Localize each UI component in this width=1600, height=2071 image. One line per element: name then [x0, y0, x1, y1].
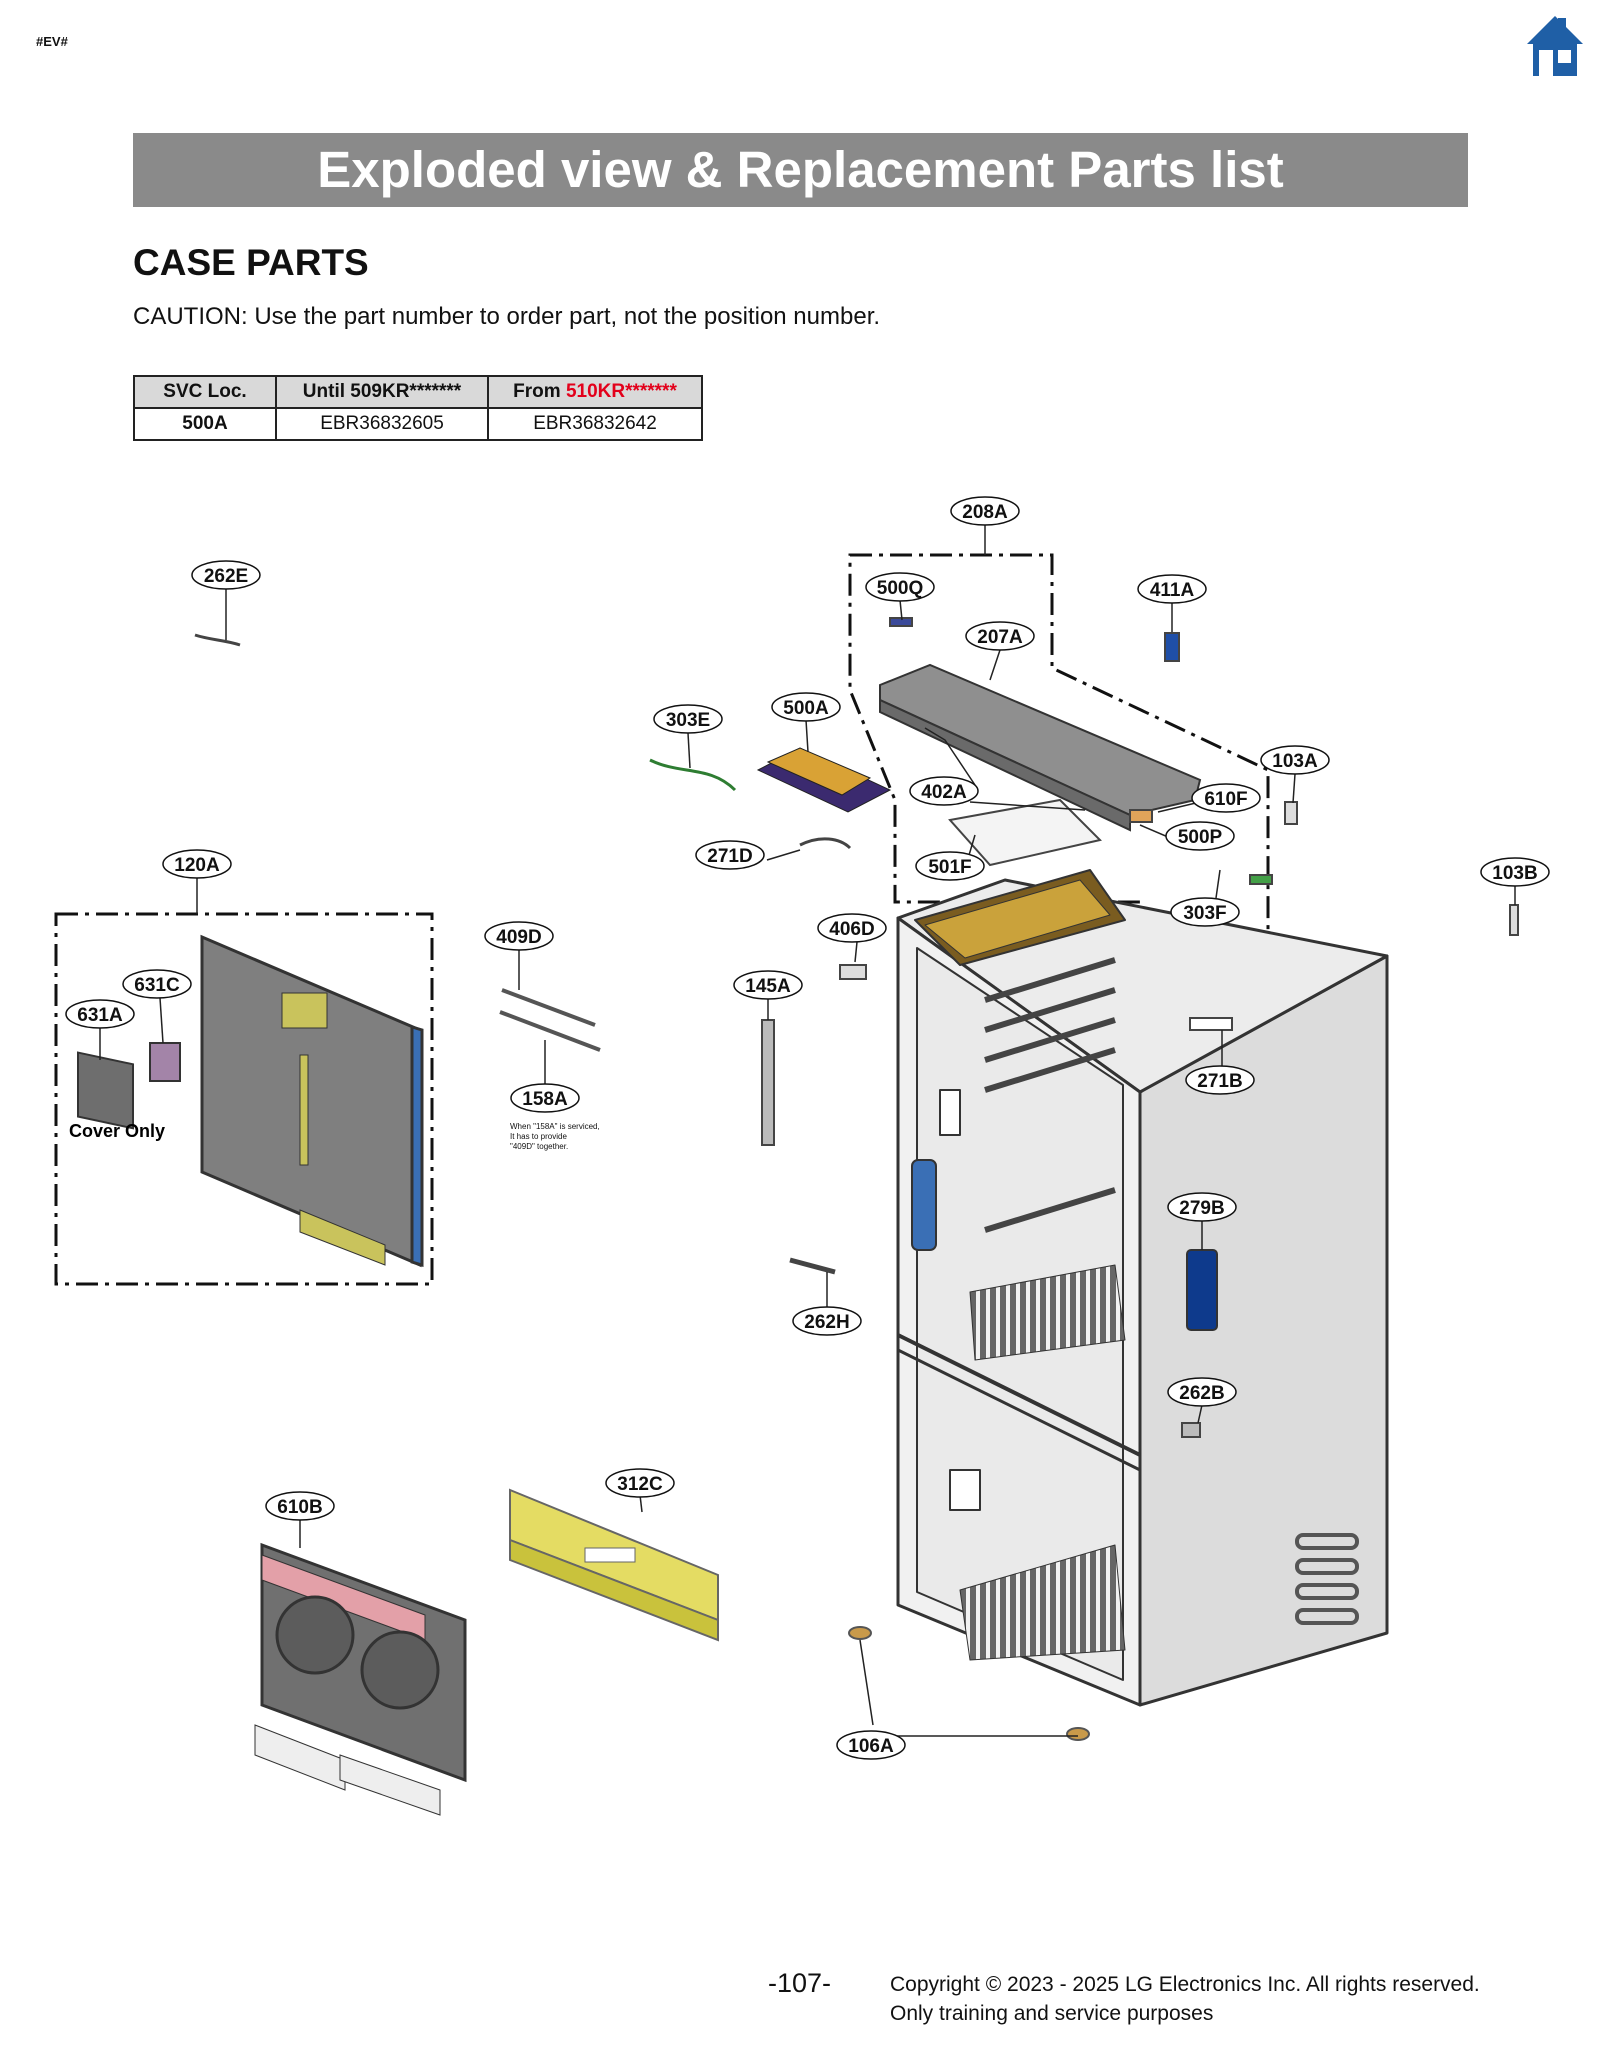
- label-631c: 631C: [134, 975, 180, 996]
- label-106a: 106A: [848, 1736, 894, 1757]
- document-tag: #EV#: [36, 34, 68, 49]
- label-406d: 406D: [829, 919, 874, 940]
- position-labels: [65, 496, 1550, 1760]
- label-312c: 312C: [617, 1474, 663, 1495]
- copyright-text: Copyright © 2023 - 2025 LG Electronics I…: [890, 1973, 1480, 1996]
- label-145a: 145A: [745, 976, 791, 997]
- until-header: Until 509KR*******: [275, 375, 489, 409]
- label-207a: 207A: [977, 627, 1023, 648]
- copyright-block: Copyright © 2023 - 2025 LG Electronics I…: [890, 1970, 1480, 2028]
- label-271d: 271D: [707, 846, 752, 867]
- label-610f: 610F: [1204, 789, 1247, 810]
- label-303e: 303E: [666, 710, 710, 731]
- label-501f: 501F: [928, 857, 971, 878]
- from-header: From 510KR*******: [487, 375, 703, 409]
- control-cover-part: [879, 663, 1202, 832]
- label-271b: 271B: [1197, 1071, 1242, 1092]
- label-262b: 262B: [1179, 1383, 1224, 1404]
- until-part-cell: EBR36832605: [275, 407, 489, 441]
- note-158a-line-3: "409D" together.: [510, 1142, 568, 1151]
- note-158a: When "158A" is serviced, It has to provi…: [510, 1122, 600, 1151]
- from-code: 510KR*******: [565, 381, 677, 402]
- table-row: 500A EBR36832605 EBR36832642: [133, 407, 703, 441]
- label-120a: 120A: [174, 855, 220, 876]
- from-prefix: From: [513, 381, 566, 402]
- label-158a: 158A: [522, 1089, 568, 1110]
- svc-loc-header: SVC Loc.: [133, 375, 277, 409]
- note-158a-line-2: It has to provide: [510, 1132, 567, 1141]
- duct-145a-part: [761, 1019, 775, 1146]
- from-part-cell: EBR36832642: [487, 407, 703, 441]
- label-103b: 103B: [1492, 863, 1537, 884]
- purpose-text: Only training and service purposes: [890, 2002, 1214, 2025]
- note-158a-line-1: When "158A" is serviced,: [510, 1122, 600, 1131]
- door-panel-part: [200, 934, 424, 1268]
- label-303f: 303F: [1183, 903, 1226, 924]
- caution-note: CAUTION: Use the part number to order pa…: [133, 303, 881, 330]
- page-number: -107-: [768, 1968, 832, 1998]
- filter-631c-part: [149, 1042, 181, 1082]
- rail-parts: [499, 988, 601, 1052]
- label-262e: 262E: [204, 566, 248, 587]
- label-500q: 500Q: [877, 578, 923, 599]
- label-103a: 103A: [1272, 751, 1318, 772]
- label-279b: 279B: [1179, 1198, 1224, 1219]
- leveling-legs: [848, 1626, 1090, 1741]
- position-label-text: 208A 262E 500Q 411A 207A 303E 500A 103A …: [77, 502, 1537, 1757]
- home-icon[interactable]: [1525, 14, 1585, 78]
- label-208a: 208A: [962, 502, 1008, 523]
- svc-loc-cell: 500A: [133, 407, 277, 441]
- svc-table-header-row: SVC Loc. Until 509KR******* From 510KR**…: [133, 375, 703, 409]
- label-409d: 409D: [496, 927, 541, 948]
- pcb-part: [756, 747, 892, 813]
- label-262h: 262H: [804, 1312, 849, 1333]
- cover-only-label: Cover Only: [69, 1121, 165, 1141]
- fan-assembly-610b-part: [254, 1542, 467, 1816]
- label-631a: 631A: [77, 1005, 123, 1026]
- cover-631a-part: [77, 1051, 134, 1130]
- label-411a: 411A: [1150, 580, 1195, 601]
- small-parts: [194, 617, 1519, 1438]
- label-610b: 610B: [277, 1497, 322, 1518]
- label-500a: 500A: [783, 698, 829, 719]
- page-banner: Exploded view & Replacement Parts list: [133, 133, 1468, 207]
- refrigerator-case: [896, 869, 1389, 1707]
- section-title: CASE PARTS: [133, 242, 369, 283]
- label-402a: 402A: [921, 782, 967, 803]
- cover-312c-part: [509, 1488, 719, 1642]
- label-500p: 500P: [1178, 827, 1223, 848]
- svc-table: SVC Loc. Until 509KR******* From 510KR**…: [133, 375, 703, 441]
